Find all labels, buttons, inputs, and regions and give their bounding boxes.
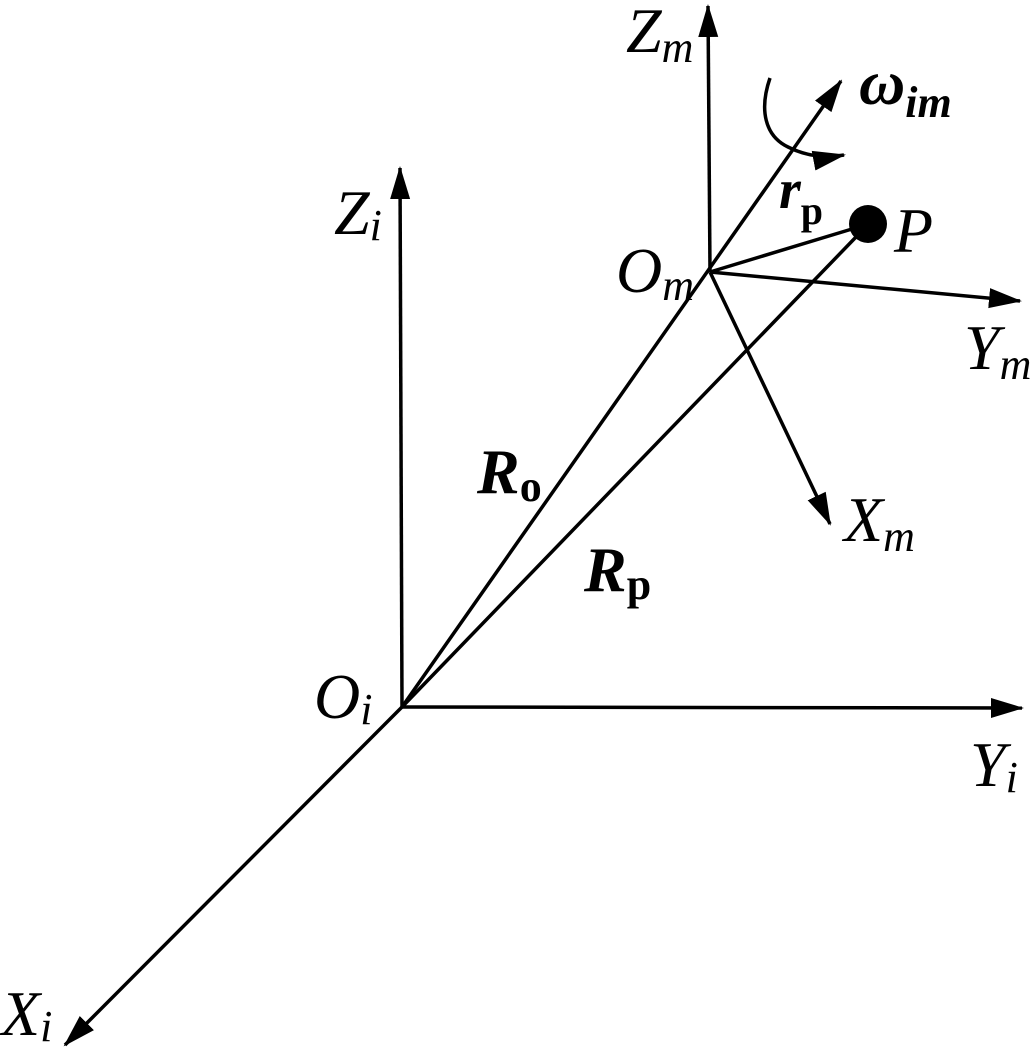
zi-label-sub: i [370, 201, 382, 250]
omega-label-main: ω [859, 47, 905, 118]
yi-label-main: Y [970, 729, 1012, 800]
xi-axis-line [63, 705, 404, 1047]
omega-label-sub: im [905, 78, 951, 127]
ym-axis-line [709, 270, 1022, 309]
point-p-marker [849, 205, 887, 243]
oi-label-sub: i [360, 685, 372, 734]
rp-small-vector-label: rp [779, 159, 823, 233]
rp-label-main: R [583, 534, 627, 605]
yi-axis-label: Yi [970, 729, 1018, 802]
zi-label-main: Z [334, 177, 371, 248]
zm-axis-label: Zm [626, 0, 693, 72]
omega-rotation-axis-line [400, 79, 843, 709]
yi-label-sub: i [1006, 753, 1018, 802]
rp-vector-line [400, 235, 858, 709]
rp-label-sub: p [627, 560, 651, 609]
zi-axis-line [390, 166, 411, 708]
point-p-label: P [893, 195, 933, 266]
xm-label-sub: m [883, 512, 915, 561]
ym-label-sub: m [1000, 340, 1032, 389]
xi-axis-label: Xi [0, 978, 52, 1051]
oi-label-main: O [314, 661, 360, 732]
om-origin-label: Om [616, 235, 694, 310]
om-label-sub: m [662, 261, 694, 310]
rp-small-vector-line [709, 227, 853, 274]
ym-label-main: Y [964, 312, 1006, 383]
ro-label-sub: o [520, 462, 542, 511]
omega-vector-label: ωim [859, 47, 952, 127]
xm-axis-line [708, 271, 832, 526]
zm-label-sub: m [662, 23, 694, 72]
ro-vector-label: Ro [476, 436, 542, 511]
xi-label-sub: i [40, 1002, 52, 1051]
zm-label-main: Z [626, 0, 663, 66]
om-label-main: O [616, 235, 662, 306]
rp-small-label-main: r [779, 159, 802, 221]
xm-axis-label: Xm [841, 484, 915, 561]
oi-origin-label: Oi [314, 661, 372, 734]
xi-label-main: X [0, 978, 43, 1049]
yi-axis-line [401, 697, 1024, 718]
zi-axis-label: Zi [334, 177, 382, 250]
rp-vector-label: Rp [583, 534, 651, 609]
zm-axis-line [698, 4, 719, 273]
ym-axis-label: Ym [964, 312, 1031, 389]
xm-label-main: X [841, 484, 886, 555]
rp-small-label-sub: p [801, 188, 823, 233]
point-p-label-main: P [893, 195, 933, 266]
rotation-arc-arrow [762, 77, 846, 171]
ro-label-main: R [476, 436, 520, 507]
